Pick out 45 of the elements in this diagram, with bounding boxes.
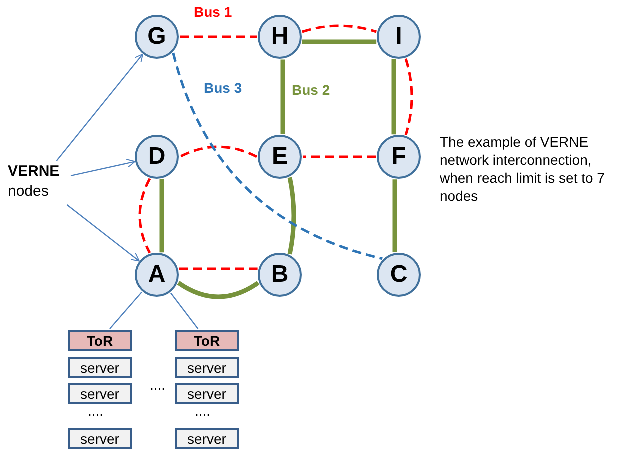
network-node-circle: E [258, 135, 302, 179]
network-node-circle: B [258, 253, 302, 297]
bus-line [302, 40, 377, 44]
bus-line [392, 59, 396, 135]
server-box: server [175, 357, 239, 378]
bus-line [160, 179, 164, 253]
arrow [56, 54, 144, 162]
network-node-circle: I [377, 15, 421, 59]
server-box: server [175, 428, 239, 449]
server-box: server [68, 383, 132, 404]
edge-label: Bus 2 [290, 82, 332, 98]
edge-label: Bus 3 [202, 80, 244, 96]
bus-line [138, 178, 152, 254]
network-node-circle: F [377, 135, 421, 179]
edge-label: Bus 1 [192, 4, 234, 20]
arrow [70, 159, 136, 176]
caption-text: The example of VERNE network interconnection, when reach limit is set to 7 nodes [440, 133, 606, 205]
network-node-circle: C [377, 253, 421, 297]
bus-line [177, 281, 260, 300]
bus-line [280, 60, 286, 134]
connector-line [170, 292, 199, 330]
switch-box: ToR [175, 330, 239, 351]
bus-line [392, 180, 398, 252]
bus-line [288, 177, 296, 255]
server-box: server [175, 383, 239, 404]
bus-line [179, 268, 258, 270]
network-node-circle: H [258, 15, 302, 59]
bus-line [404, 58, 414, 136]
bus-line [179, 146, 258, 158]
bus-line [172, 52, 383, 260]
bus-line [302, 24, 377, 34]
ellipsis-text: .... [88, 402, 105, 420]
network-node-circle: A [135, 253, 179, 297]
bus-line [303, 156, 376, 158]
switch-box: ToR [68, 330, 132, 351]
node-label: VERNE nodes [8, 162, 70, 204]
network-node-circle: D [135, 135, 179, 179]
bus-line [180, 36, 257, 38]
network-node-circle: G [135, 15, 179, 59]
arrow [66, 204, 140, 262]
server-box: server [68, 428, 132, 449]
ellipsis-text: .... [195, 402, 212, 420]
connector-line [110, 292, 142, 330]
ellipsis-text: .... [150, 376, 167, 394]
server-box: server [68, 357, 132, 378]
